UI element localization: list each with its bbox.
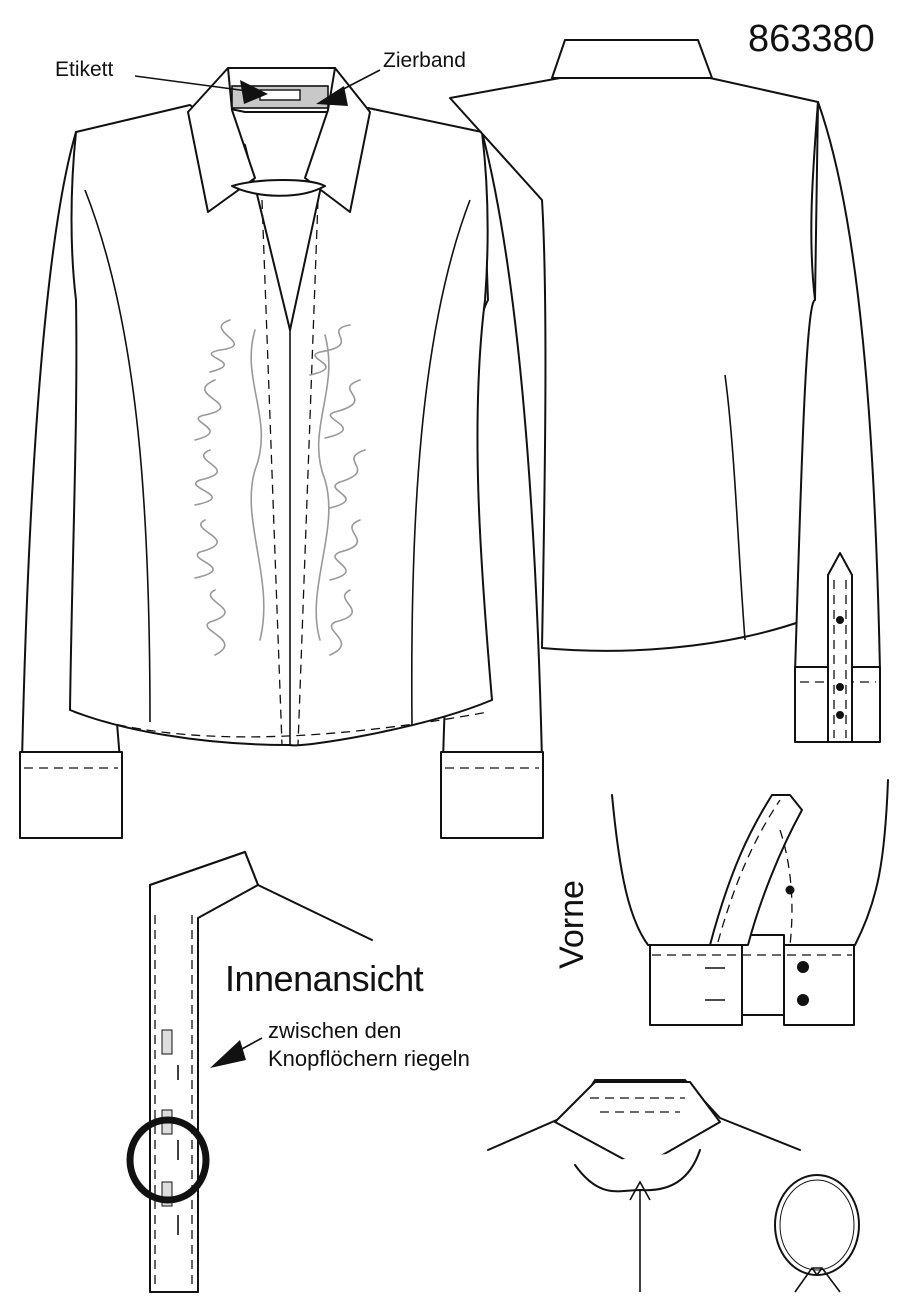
cuff-detail-placket-button xyxy=(785,885,795,895)
tie-loop xyxy=(774,1174,860,1276)
cuff-button-1 xyxy=(836,683,844,691)
inside-view-detail xyxy=(126,851,373,1293)
back-body xyxy=(449,77,819,652)
inside-view-title: Innenansicht xyxy=(225,958,424,999)
cuff-open-right xyxy=(783,944,855,1026)
back-collar xyxy=(551,39,713,79)
cuff-detail-button-1 xyxy=(797,961,809,973)
cuff-detail-button-2 xyxy=(797,994,809,1006)
label-tag-callout: Etikett xyxy=(55,58,114,81)
buttonhole-tack-1 xyxy=(161,1029,173,1055)
front-collar-left xyxy=(187,67,256,213)
buttonhole-tack-3 xyxy=(161,1181,173,1207)
front-label: Vorne xyxy=(552,880,591,969)
placket-button xyxy=(836,616,844,624)
highlight-circle xyxy=(126,1116,210,1204)
front-left-cuff xyxy=(19,751,123,839)
callout-arrows-top xyxy=(134,69,381,106)
bartack-note-line2: Knopflöchern riegeln xyxy=(268,1046,470,1071)
front-body xyxy=(69,104,493,747)
back-sleeve xyxy=(794,101,881,673)
label-tag-shape xyxy=(259,89,301,101)
article-number: 863380 xyxy=(748,18,875,60)
bartack-note-line1: zwischen den xyxy=(268,1018,402,1043)
bartack-arrow xyxy=(210,1040,246,1068)
front-view-blouse xyxy=(19,67,544,839)
front-ruffle xyxy=(194,319,366,656)
collar-detail xyxy=(487,1079,860,1293)
back-view-blouse xyxy=(449,39,881,743)
cuff-open-left xyxy=(649,944,743,1026)
cuff-underlap xyxy=(741,934,785,1016)
trim-band-callout: Zierband xyxy=(383,49,466,72)
cuff-detail xyxy=(611,779,889,1026)
cuff-detail-placket xyxy=(709,794,803,946)
cuff-button-2 xyxy=(836,711,844,719)
front-right-cuff xyxy=(440,751,544,839)
